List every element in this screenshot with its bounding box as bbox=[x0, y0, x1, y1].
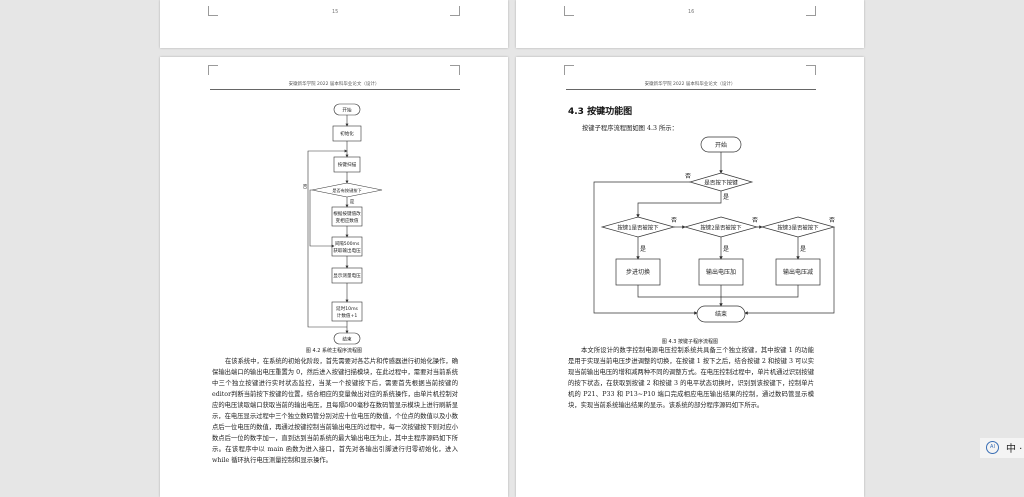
flow-delay-label-2: 计数值+1 bbox=[337, 312, 358, 319]
flow-yes-label: 是 bbox=[350, 199, 355, 205]
crop-mark bbox=[564, 6, 574, 16]
ime-icon[interactable]: AI bbox=[986, 441, 999, 454]
crop-mark bbox=[208, 6, 218, 16]
crop-mark bbox=[564, 65, 574, 75]
paragraph-text: 本文所设计的数字控制电源电压控制系统共具备三个独立按键，其中按键 1 的功能是用… bbox=[568, 347, 814, 409]
key-no-label-1: 否 bbox=[671, 217, 677, 224]
flow-scan-label: 按键扫描 bbox=[338, 161, 357, 168]
header-rule bbox=[566, 89, 816, 90]
flow-init-label: 初始化 bbox=[340, 130, 354, 137]
figure-caption: 图 4.2 系统主程序流程图 bbox=[305, 348, 363, 354]
ime-language-indicator[interactable]: 中 · bbox=[1006, 444, 1023, 455]
flow-process-label-1: 根据按键值改 bbox=[333, 210, 361, 217]
flow-end-label: 结束 bbox=[342, 336, 352, 343]
key-decision-2-label: 按键2是否被按下 bbox=[700, 224, 742, 232]
key-no-label-3: 否 bbox=[829, 217, 835, 224]
body-paragraph: 本文所设计的数字控制电源电压控制系统共具备三个独立按键，其中按键 1 的功能是用… bbox=[568, 345, 814, 411]
key-action-1-label: 步进切换 bbox=[626, 268, 650, 276]
key-yes-label-2: 是 bbox=[723, 246, 729, 253]
crop-mark bbox=[806, 6, 816, 16]
page-left: 安徽新华学院 2022 届本科毕业论文（设计） bbox=[160, 57, 508, 497]
key-start-label: 开始 bbox=[715, 141, 727, 149]
flow-start-label: 开始 bbox=[342, 107, 352, 114]
flow-decision-label: 是否有按键按下 bbox=[332, 187, 361, 194]
page-right: 安徽新华学院 2022 届本科毕业论文（设计） 4.3 按键功能图 按键子程序流… bbox=[516, 57, 864, 497]
header-rule bbox=[210, 89, 460, 90]
key-end-node bbox=[696, 305, 746, 323]
key-action-3-label: 输出电压减 bbox=[783, 268, 813, 276]
flow-no-label: 否 bbox=[303, 184, 308, 190]
crop-mark bbox=[208, 65, 218, 75]
flow-process-label-2: 变相应数值 bbox=[336, 217, 359, 224]
crop-mark bbox=[450, 6, 460, 16]
key-no-label-2: 否 bbox=[752, 217, 758, 224]
flow-sample-label-1: 间隔500ms bbox=[335, 240, 360, 247]
key-flowchart: 开始 是否按下按键 否 是 按键1是否被按下 按键2是否被按下 按键3是否被按下… bbox=[593, 136, 836, 323]
page-16-bottom: 16 bbox=[516, 0, 864, 48]
key-decision-3-label: 按键3是否被按下 bbox=[777, 224, 819, 232]
key-decision-1-label: 按键1是否被按下 bbox=[617, 224, 659, 232]
crop-mark bbox=[806, 65, 816, 75]
key-action-2-label: 输出电压加 bbox=[706, 268, 736, 276]
key-yes-label-3: 是 bbox=[800, 246, 806, 253]
key-no-label: 否 bbox=[685, 173, 691, 180]
flow-delay-label-1: 延时10ms bbox=[336, 305, 359, 312]
main-flowchart: 开始 初始化 按键扫描 是否有按键按下 否 是 根据按键值改 变相应数值 间隔5… bbox=[303, 103, 383, 345]
key-decision-main-label: 是否按下按键 bbox=[704, 179, 738, 187]
crop-mark bbox=[450, 65, 460, 75]
section-intro: 按键子程序流程图如图 4.3 所示： bbox=[582, 125, 678, 132]
page-header: 安徽新华学院 2022 届本科毕业论文（设计） bbox=[288, 82, 380, 87]
key-yes-label: 是 bbox=[723, 194, 729, 201]
ime-tray[interactable]: AI 中 · bbox=[980, 438, 1024, 458]
section-title: 4.3 按键功能图 bbox=[568, 107, 633, 117]
flow-end-node bbox=[333, 332, 361, 345]
figure-caption: 图 4.3 按键子程序流程图 bbox=[661, 339, 719, 345]
flow-sample-label-2: 获取输出电压 bbox=[333, 247, 361, 254]
page-number: 16 bbox=[688, 9, 695, 15]
key-end-label: 结束 bbox=[715, 310, 727, 318]
key-yes-label-1: 是 bbox=[640, 246, 646, 253]
flow-display-label: 显示测量电压 bbox=[333, 272, 361, 279]
paragraph-text: 在该系统中，在系统的初始化阶段，首先需要对各芯片和传感器进行初始化操作，确保输出… bbox=[212, 358, 458, 464]
page-number: 15 bbox=[332, 9, 339, 15]
page-15-bottom: 15 bbox=[160, 0, 508, 48]
body-paragraph: 在该系统中，在系统的初始化阶段，首先需要对各芯片和传感器进行初始化操作，确保输出… bbox=[212, 356, 458, 466]
page-header: 安徽新华学院 2022 届本科毕业论文（设计） bbox=[644, 82, 736, 87]
